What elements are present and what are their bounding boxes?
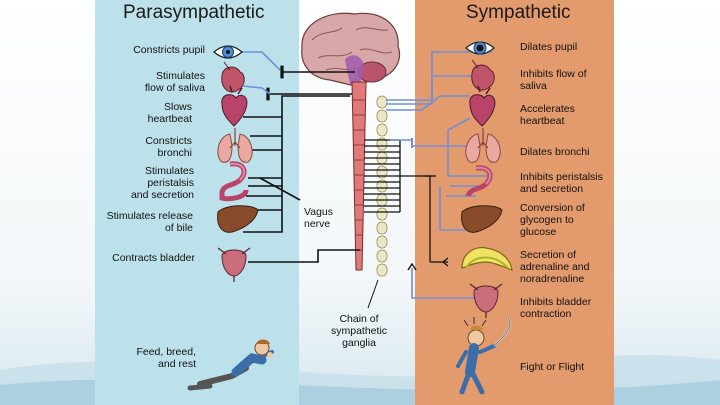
fight-flight-person-illustration [456,317,511,395]
sympathetic-ganglia-label: Chain of sympathetic ganglia [331,313,388,349]
symp-effect-glycogen: Conversion of glycogen to glucose [520,202,585,238]
symp-effect-peristalsis: Inhibits peristalsis and secretion [520,171,603,195]
para-effect-bladder: Contracts bladder [112,252,195,264]
spinal-cord [351,81,367,271]
sympathetic-ganglia-chain [376,95,388,277]
symp-effect-pupil: Dilates pupil [520,41,578,53]
resting-person-illustration [187,339,274,391]
eye-icon [213,45,243,59]
para-effect-heart: Slows heartbeat [147,101,192,125]
parasympathetic-title: Parasympathetic [123,2,265,23]
liver-icon-2 [461,205,503,233]
para-effect-bronchi: Constricts bronchi [145,135,192,159]
heart-icon-2 [469,85,496,127]
salivary-gland-icon-2 [471,59,495,91]
symp-effect-bronchi: Dilates bronchi [520,146,590,158]
sympathetic-panel [415,0,614,405]
para-effect-bile: Stimulates release of bile [106,210,193,234]
feed-breed-rest-label: Feed, breed, and rest [136,346,196,370]
adrenal-gland-icon [461,247,513,271]
para-effect-pupil: Constricts pupil [133,44,205,56]
lungs-icon-2 [465,128,501,163]
heart-icon [221,85,248,127]
sympathetic-fibers [386,51,492,299]
para-effect-peristalsis: Stimulates peristalsis and secretion [130,165,194,201]
bladder-icon [217,247,251,282]
symp-effect-adrenaline: Secretion of adrenaline and noradrenalin… [520,249,590,285]
symp-effect-bladder: Inhibits bladder contraction [520,296,592,320]
sympathetic-title: Sympathetic [466,2,571,23]
brain [301,12,401,87]
para-effect-saliva: Stimulates flow of saliva [144,70,205,94]
symp-effect-saliva: Inhibits flow of saliva [520,68,587,92]
vagus-nerve-label: Vagus nerve [304,206,333,230]
parasympathetic-panel [95,0,299,405]
fight-or-flight-label: Fight or Flight [520,361,585,373]
eye-dilated-icon [465,41,495,55]
bladder-icon-2 [469,283,503,318]
parasympathetic-fibers [243,65,360,263]
salivary-gland-icon [221,61,245,93]
stomach-intestine-icon-2 [465,165,493,197]
stomach-intestine-icon [219,161,249,202]
symp-effect-heart: Accelerates heartbeat [520,103,575,127]
liver-icon [217,205,259,233]
lungs-icon [217,128,253,163]
